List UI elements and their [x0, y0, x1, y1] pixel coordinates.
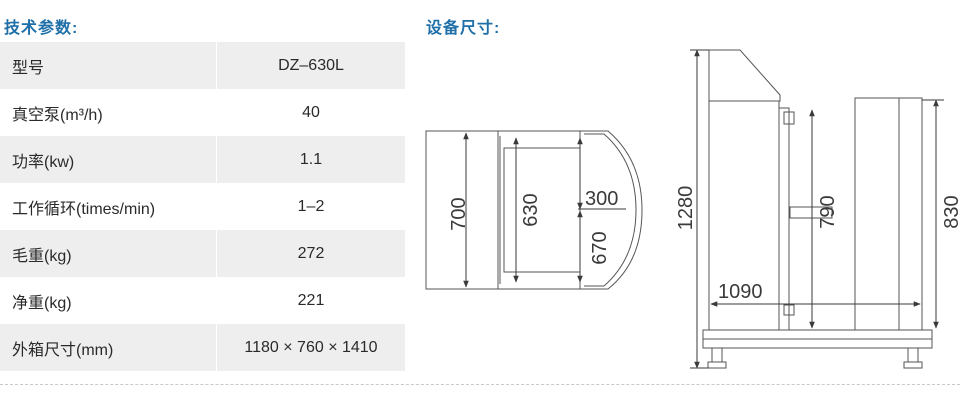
- side-view-lid-frame: [778, 107, 790, 331]
- top-view-lid-curve: [580, 130, 643, 290]
- row-value-model: DZ–630L: [216, 42, 405, 89]
- row-value-outer-box-size: 1180 × 760 × 1410: [216, 324, 405, 371]
- row-label-model: 型号: [0, 42, 217, 89]
- table-row: 工作循环(times/min) 1–2: [0, 183, 405, 230]
- row-label-net-weight: 净重(kg): [0, 277, 217, 324]
- row-value-net-weight: 221: [216, 277, 405, 324]
- dim-label-830: 830: [941, 195, 960, 228]
- dim-label-790: 790: [817, 195, 839, 228]
- dimension-section-title: 设备尺寸:: [426, 20, 501, 37]
- side-view-bracket: [789, 206, 833, 219]
- row-label-work-cycle: 工作循环(times/min): [0, 183, 217, 230]
- dim-label-700: 700: [448, 197, 470, 230]
- row-value-gross-weight: 272: [216, 230, 405, 277]
- row-value-vacuum-pump: 40: [216, 89, 405, 136]
- top-view-dimension-lines: [463, 132, 626, 288]
- top-view-inner-frame: [503, 147, 581, 273]
- table-row: 净重(kg) 221: [0, 277, 405, 324]
- spec-table: 型号 DZ–630L 真空泵(m³/h) 40 功率(kw) 1.1 工作循环(…: [0, 42, 405, 371]
- side-view-foot-left: [711, 347, 723, 363]
- side-view-foot-right: [907, 347, 919, 363]
- table-row: 外箱尺寸(mm) 1180 × 760 × 1410: [0, 324, 405, 371]
- dim-label-670: 670: [589, 231, 611, 264]
- side-view-top-cover: [708, 49, 781, 102]
- side-view-foot-left-pad: [707, 361, 727, 369]
- dim-label-300: 300: [585, 188, 618, 210]
- row-value-power: 1.1: [216, 136, 405, 183]
- dim-label-1280: 1280: [675, 186, 697, 231]
- side-view-right-chamber: [854, 97, 923, 331]
- row-label-gross-weight: 毛重(kg): [0, 230, 217, 277]
- dim-label-1090: 1090: [718, 281, 763, 303]
- table-row: 毛重(kg) 272: [0, 230, 405, 277]
- table-row: 功率(kw) 1.1: [0, 136, 405, 183]
- row-label-power: 功率(kw): [0, 136, 217, 183]
- table-row: 真空泵(m³/h) 40: [0, 89, 405, 136]
- side-view-foot-right-pad: [903, 361, 923, 369]
- side-view-handle: [783, 111, 795, 125]
- top-view-lid-inner: [584, 133, 637, 287]
- dim-label-630: 630: [520, 193, 542, 226]
- row-value-work-cycle: 1–2: [216, 183, 405, 230]
- side-view-dimension-lines: [690, 49, 944, 369]
- row-label-vacuum-pump: 真空泵(m³/h): [0, 89, 217, 136]
- bottom-dashed-divider: [0, 384, 960, 385]
- row-label-outer-box-size: 外箱尺寸(mm): [0, 324, 217, 371]
- top-view-drawing: [425, 130, 643, 290]
- spec-section-title: 技术参数:: [4, 20, 79, 37]
- side-view-drawing: [702, 49, 933, 369]
- table-row: 型号 DZ–630L: [0, 42, 405, 89]
